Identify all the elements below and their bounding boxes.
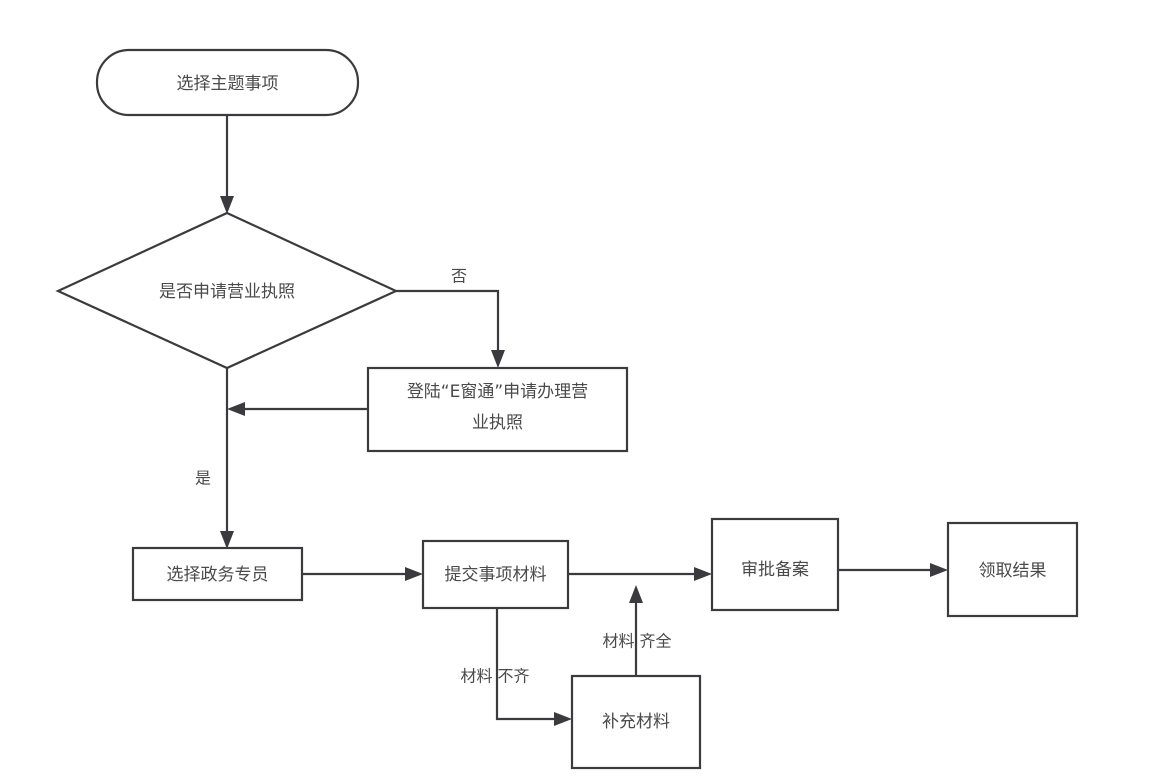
node-ecwt-apply-license[interactable]: 登陆“E窗通”申请办理营 业执照 [366,366,629,453]
node-receive-result-shape[interactable] [946,521,1079,618]
edge-supplement-complete-to-approve-line [629,585,643,676]
node-approval-record-shape[interactable] [710,517,840,612]
node-approval-record-label: 审批备案 [741,560,809,580]
node-decision-business-license-label: 是否申请营业执照 [159,282,295,302]
node-receive-result[interactable]: 领取结果 [946,521,1079,618]
node-supplement-materials[interactable]: 补充材料 [570,674,702,770]
node-ecwt-apply-license-shape[interactable] [366,366,629,453]
node-ecwt-apply-license-label-line1: 登陆“E窗通”申请办理营 [407,382,588,402]
node-select-topic-shape[interactable] [95,48,360,117]
node-select-officer-shape[interactable] [131,546,304,602]
arrowhead-icon [405,567,423,581]
edge-label-materials-incomplete: 材料 不齐 [460,667,529,686]
edge-officer-to-submit [302,567,423,581]
node-supplement-materials-label: 补充材料 [602,712,670,732]
arrowhead-icon [220,196,234,214]
node-submit-materials-shape[interactable] [421,539,570,610]
node-receive-result-label: 领取结果 [979,561,1047,581]
edge-submit-to-approve [568,567,712,581]
edge-decision-yes-to-officer [220,368,234,549]
edge-label-materials-complete: 材料 齐全 [602,632,671,651]
edge-ecwt-to-main-stem [227,402,368,416]
edge-start-to-decision [220,115,234,214]
node-submit-materials[interactable]: 提交事项材料 [421,539,570,610]
node-supplement-materials-shape[interactable] [570,674,702,770]
arrowhead-icon [227,402,245,416]
edge-label-no: 否 [451,267,467,286]
node-decision-business-license-shape[interactable] [55,211,399,370]
edge-label-yes: 是 [195,469,211,488]
node-ecwt-apply-license-label-line2: 业执照 [472,413,523,433]
edge-approve-to-receive [838,563,948,577]
node-approval-record[interactable]: 审批备案 [710,517,840,612]
arrowhead-icon [629,585,643,603]
node-submit-materials-label: 提交事项材料 [445,565,547,585]
node-select-officer[interactable]: 选择政务专员 [131,546,304,602]
edge-decision-no-to-ecwt [396,289,505,368]
arrowhead-icon [220,531,234,549]
arrowhead-icon [694,567,712,581]
node-select-topic[interactable]: 选择主题事项 [95,48,360,117]
node-select-topic-label: 选择主题事项 [177,74,279,94]
edge-submit-incomplete-to-supplement [495,608,572,726]
arrowhead-icon [554,712,572,726]
arrowhead-icon [930,563,948,577]
node-decision-business-license[interactable]: 是否申请营业执照 [55,211,399,370]
arrowhead-icon [491,350,505,368]
node-select-officer-label: 选择政务专员 [167,565,269,585]
